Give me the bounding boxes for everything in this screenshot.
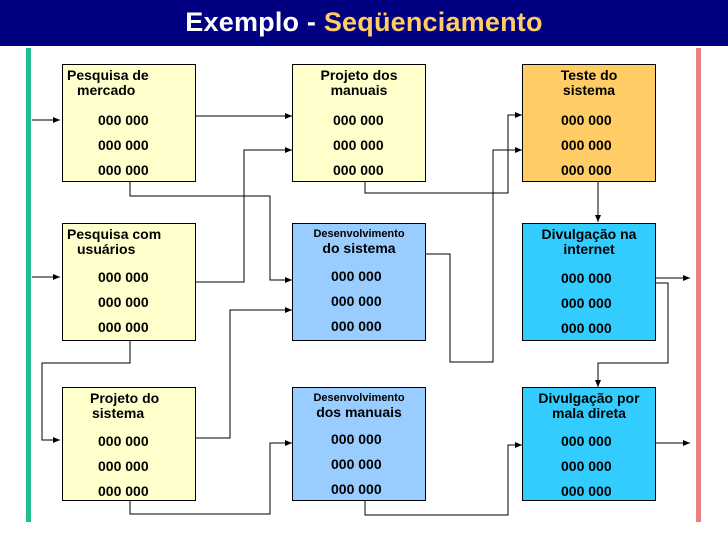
- task-title-line2: internet: [563, 241, 615, 257]
- task-title-line2: dos manuais: [316, 404, 402, 420]
- task-title-line2: manuais: [330, 82, 388, 98]
- task-value: 000 000: [98, 137, 149, 153]
- task-box-projeto-sistema: Projeto do sistema 000 000 000 000 000 0…: [62, 387, 196, 501]
- task-title: Projeto dos manuais: [293, 68, 425, 98]
- title-bar: [0, 0, 728, 46]
- task-title-line1: Teste do: [560, 67, 618, 83]
- task-box-pesquisa-usuarios: Pesquisa com usuários 000 000 000 000 00…: [62, 223, 196, 341]
- task-value: 000 000: [98, 294, 149, 310]
- task-value: 000 000: [331, 481, 382, 497]
- task-value: 000 000: [331, 318, 382, 334]
- task-title-line2: mercado: [77, 82, 136, 98]
- task-title-line1: Projeto dos: [320, 67, 398, 83]
- task-box-desenv-manuais: Desenvolvimento dos manuais 000 000 000 …: [292, 387, 426, 501]
- task-box-divulgacao-mala: Divulgação por mala direta 000 000 000 0…: [522, 387, 656, 501]
- task-title: Divulgação por mala direta: [523, 391, 655, 421]
- task-title: Pesquisa com usuários: [63, 227, 195, 257]
- arrow-projeto-sistema-to-desenv-manuais: [129, 440, 292, 515]
- task-value: 000 000: [333, 137, 384, 153]
- right-accent-bar: [696, 48, 701, 522]
- arrow-mercado-to-desenv-sistema: [129, 181, 292, 283]
- task-value: 000 000: [561, 433, 612, 449]
- task-title-line1: Pesquisa com: [67, 226, 162, 242]
- task-value: 000 000: [561, 137, 612, 153]
- left-accent-bar: [26, 48, 31, 522]
- task-value: 000 000: [561, 483, 612, 499]
- task-title-line2: mala direta: [552, 405, 626, 421]
- task-title: Divulgação na internet: [523, 227, 655, 257]
- task-title-line1: Desenvolvimento: [313, 392, 405, 404]
- task-value: 000 000: [333, 162, 384, 178]
- task-box-desenv-sistema: Desenvolvimento do sistema 000 000 000 0…: [292, 223, 426, 341]
- task-value: 000 000: [98, 483, 149, 499]
- task-title-line1: Projeto do: [90, 390, 160, 406]
- arrow-pesquisa-usuarios-to-projeto-manuais: [196, 147, 292, 283]
- task-title: Desenvolvimento dos manuais: [293, 392, 425, 420]
- task-value: 000 000: [333, 112, 384, 128]
- task-value: 000 000: [98, 458, 149, 474]
- task-title: Desenvolvimento do sistema: [293, 228, 425, 256]
- task-title-line1: Pesquisa de: [67, 67, 149, 83]
- task-value: 000 000: [561, 295, 612, 311]
- task-value: 000 000: [561, 112, 612, 128]
- task-value: 000 000: [561, 458, 612, 474]
- task-value: 000 000: [561, 162, 612, 178]
- task-value: 000 000: [98, 319, 149, 335]
- task-value: 000 000: [98, 433, 149, 449]
- task-value: 000 000: [98, 112, 149, 128]
- task-title-line1: Desenvolvimento: [313, 228, 405, 240]
- task-title: Pesquisa de mercado: [63, 68, 195, 98]
- task-title-line1: Divulgação por: [538, 390, 640, 406]
- task-title: Projeto do sistema: [63, 391, 195, 421]
- arrow-projeto-manuais-to-teste: [364, 112, 522, 194]
- task-value: 000 000: [331, 268, 382, 284]
- task-title: Teste do sistema: [523, 68, 655, 98]
- arrow-usuarios-to-projeto-sistema: [41, 340, 131, 443]
- task-value: 000 000: [98, 162, 149, 178]
- task-title-line2: do sistema: [322, 240, 396, 256]
- task-value: 000 000: [98, 269, 149, 285]
- task-value: 000 000: [331, 431, 382, 447]
- task-title-line2: sistema: [562, 82, 616, 98]
- arrow-internet-to-mala: [595, 282, 669, 387]
- task-value: 000 000: [331, 293, 382, 309]
- task-value: 000 000: [331, 456, 382, 472]
- title-main: Exemplo -: [185, 7, 324, 37]
- task-box-pesquisa-mercado: Pesquisa de mercado 000 000 000 000 000 …: [62, 64, 196, 182]
- task-title-line1: Divulgação na: [541, 226, 637, 242]
- task-value: 000 000: [561, 320, 612, 336]
- task-box-teste-sistema: Teste do sistema 000 000 000 000 000 000: [522, 64, 656, 182]
- page-title: Exemplo - Seqüenciamento: [0, 0, 728, 46]
- arrow-projeto-sistema-to-desenv-sistema: [196, 307, 292, 439]
- task-title-line2: usuários: [77, 241, 136, 257]
- title-highlight: Seqüenciamento: [323, 7, 543, 37]
- task-box-projeto-manuais: Projeto dos manuais 000 000 000 000 000 …: [292, 64, 426, 182]
- task-value: 000 000: [561, 270, 612, 286]
- task-title-line2: sistema: [92, 405, 145, 421]
- arrow-desenv-sistema-to-teste: [426, 147, 522, 363]
- task-box-divulgacao-internet: Divulgação na internet 000 000 000 000 0…: [522, 223, 656, 341]
- arrow-desenv-manuais-to-mala: [364, 442, 522, 516]
